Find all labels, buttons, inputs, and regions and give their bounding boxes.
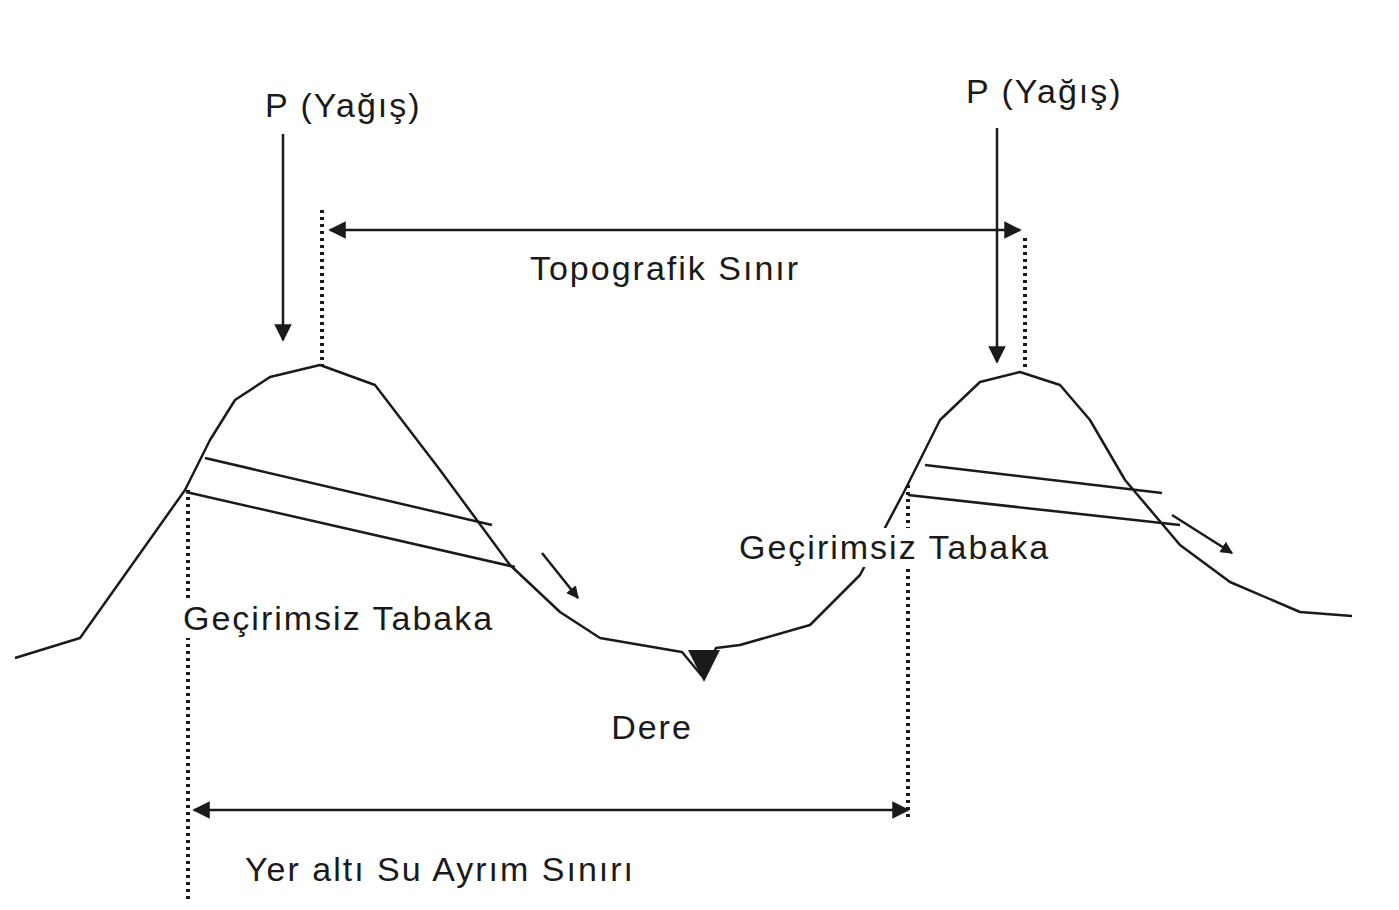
dimension-label: Topografik Sınır <box>527 249 803 288</box>
stream-label: Dere <box>608 708 696 747</box>
impermeable-layer-line <box>925 465 1162 493</box>
dimension-arrow <box>330 229 1020 232</box>
stream-symbol <box>688 650 720 682</box>
impermeable-layer-line <box>186 492 515 567</box>
impermeable-layer-line <box>908 495 1180 525</box>
rain-arrow <box>282 134 285 340</box>
divide-line <box>186 490 190 902</box>
dimension-arrow <box>194 809 908 812</box>
seepage-arrow <box>542 553 578 598</box>
layer-label: Geçirimsiz Tabaka <box>180 599 497 638</box>
terrain-profile <box>15 365 1352 676</box>
divide-line <box>320 210 324 365</box>
precipitation-label: P (Yağış) <box>262 86 425 125</box>
divide-line <box>1023 238 1027 370</box>
dimension-label: Yer altı Su Ayrım Sınırı <box>242 850 638 889</box>
rain-arrow <box>996 128 999 362</box>
seepage-arrow <box>1172 515 1232 553</box>
layer-label: Geçirimsiz Tabaka <box>736 528 1053 567</box>
precipitation-label: P (Yağış) <box>963 72 1126 111</box>
impermeable-layer-line <box>205 458 492 525</box>
